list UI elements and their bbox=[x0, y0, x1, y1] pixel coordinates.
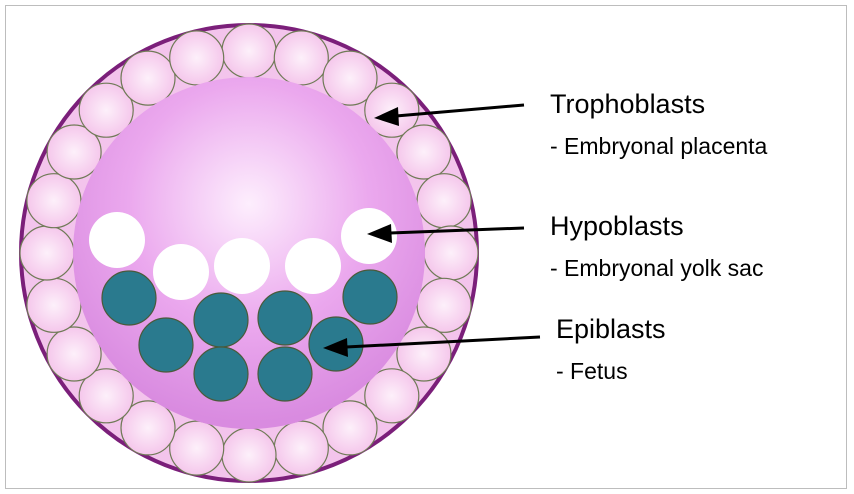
hypoblasts-sublabel: - Embryonal yolk sac bbox=[550, 255, 763, 281]
epiblast-cell bbox=[194, 347, 248, 401]
hypoblasts-label: Hypoblasts bbox=[550, 211, 684, 241]
trophoblast-cell bbox=[274, 31, 328, 85]
hypoblast-cell bbox=[285, 238, 341, 294]
trophoblast-cell bbox=[417, 278, 471, 332]
trophoblast-cell bbox=[170, 31, 224, 85]
hypoblast-cell bbox=[214, 238, 270, 294]
trophoblast-cell bbox=[323, 401, 377, 455]
epiblast-cell bbox=[102, 271, 156, 325]
hypoblast-cell bbox=[89, 212, 145, 268]
trophoblast-cell bbox=[417, 174, 471, 228]
trophoblasts-sublabel: - Embryonal placenta bbox=[550, 133, 768, 159]
trophoblast-cell bbox=[20, 226, 74, 280]
epiblast-cell bbox=[139, 318, 193, 372]
epiblast-cell bbox=[343, 270, 397, 324]
trophoblast-cell bbox=[397, 125, 451, 179]
trophoblast-cell bbox=[424, 226, 478, 280]
trophoblast-cell bbox=[121, 51, 175, 105]
epiblasts-sublabel: - Fetus bbox=[556, 358, 628, 384]
trophoblasts-label: Trophoblasts bbox=[550, 89, 705, 119]
epiblast-cell bbox=[258, 347, 312, 401]
trophoblast-cell bbox=[222, 428, 276, 482]
epiblast-cell bbox=[258, 291, 312, 345]
trophoblast-cell bbox=[27, 174, 81, 228]
trophoblast-cell bbox=[170, 421, 224, 475]
legend-labels: Trophoblasts - Embryonal placenta Hypobl… bbox=[550, 89, 768, 384]
trophoblast-cell bbox=[47, 327, 101, 381]
trophoblast-cell bbox=[27, 278, 81, 332]
epiblasts-label: Epiblasts bbox=[556, 314, 666, 344]
epiblast-cell bbox=[194, 293, 248, 347]
hypoblast-cell bbox=[153, 244, 209, 300]
trophoblast-cell bbox=[222, 24, 276, 78]
trophoblast-cell bbox=[274, 421, 328, 475]
